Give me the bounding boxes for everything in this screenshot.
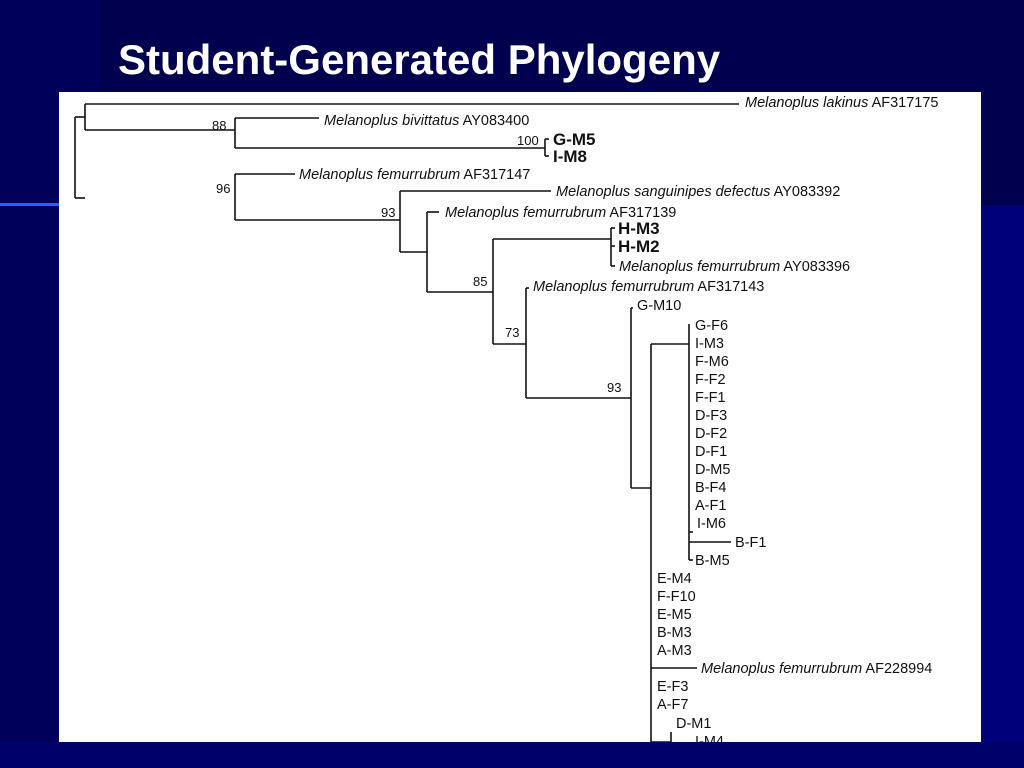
bootstrap-85: 85 xyxy=(473,274,487,289)
tree-branches xyxy=(74,103,739,742)
taxon-df1: D-F1 xyxy=(695,444,727,460)
taxon-fm6: F-M6 xyxy=(695,354,729,370)
taxon-bm3: B-M3 xyxy=(657,625,692,641)
taxon-af1: A-F1 xyxy=(695,498,726,514)
taxon-im6: I-M6 xyxy=(697,516,726,532)
taxon-hm2: H-M2 xyxy=(618,237,660,256)
bootstrap-93: 93 xyxy=(381,205,395,220)
taxon-fem143: Melanoplus femurrubrum AF317143 xyxy=(533,279,764,295)
taxon-hm3: H-M3 xyxy=(618,219,660,238)
taxon-am3: A-M3 xyxy=(657,643,692,659)
taxon-fem139: Melanoplus femurrubrum AF317139 xyxy=(445,205,676,221)
taxon-im8: I-M8 xyxy=(553,147,587,166)
taxon-df3: D-F3 xyxy=(695,408,727,424)
taxon-bm5: B-M5 xyxy=(695,553,730,569)
taxon-dm5: D-M5 xyxy=(695,462,730,478)
phylogeny-tree: 88 100 96 93 85 73 93 Melanoplus lakinus… xyxy=(74,95,938,742)
taxon-bivittatus: Melanoplus bivittatus AY083400 xyxy=(324,113,529,129)
bootstrap-88: 88 xyxy=(212,118,226,133)
taxon-gm10: G-M10 xyxy=(637,298,681,314)
accent-line xyxy=(0,203,60,206)
taxon-em5: E-M5 xyxy=(657,607,692,623)
bootstrap-100: 100 xyxy=(517,133,539,148)
taxon-fem147: Melanoplus femurrubrum AF317147 xyxy=(299,167,530,183)
taxon-af7: A-F7 xyxy=(657,697,688,713)
taxon-im3: I-M3 xyxy=(695,336,724,352)
taxon-fem994: Melanoplus femurrubrum AF228994 xyxy=(701,661,932,677)
taxon-ff10: F-F10 xyxy=(657,589,696,605)
bootstrap-93-inner: 93 xyxy=(607,380,621,395)
taxon-bf4: B-F4 xyxy=(695,480,726,496)
bootstrap-73: 73 xyxy=(505,325,519,340)
taxon-sanguinipes: Melanoplus sanguinipes defectus AY083392 xyxy=(556,184,840,200)
taxon-im4: I-M4 xyxy=(695,734,724,742)
taxon-em4: E-M4 xyxy=(657,571,692,587)
taxon-dm1: D-M1 xyxy=(676,716,711,732)
inner-clade-labels: G-F6 I-M3 F-M6 F-F2 F-F1 D-F3 D-F2 D-F1 … xyxy=(657,318,932,742)
taxon-bf1: B-F1 xyxy=(735,535,766,551)
taxon-ff2: F-F2 xyxy=(695,372,726,388)
taxon-lakinus: Melanoplus lakinus AF317175 xyxy=(745,95,938,111)
taxon-ff1: F-F1 xyxy=(695,390,726,406)
slide-title: Student-Generated Phylogeny xyxy=(118,36,721,83)
taxon-ef3: E-F3 xyxy=(657,679,688,695)
slide-background-bottom xyxy=(0,742,1024,768)
bootstrap-96: 96 xyxy=(216,181,230,196)
taxon-gm5: G-M5 xyxy=(553,130,596,149)
taxon-gf6: G-F6 xyxy=(695,318,728,334)
phylogeny-panel: 88 100 96 93 85 73 93 Melanoplus lakinus… xyxy=(59,92,981,742)
taxon-df2: D-F2 xyxy=(695,426,727,442)
taxon-fem396: Melanoplus femurrubrum AY083396 xyxy=(619,259,850,275)
